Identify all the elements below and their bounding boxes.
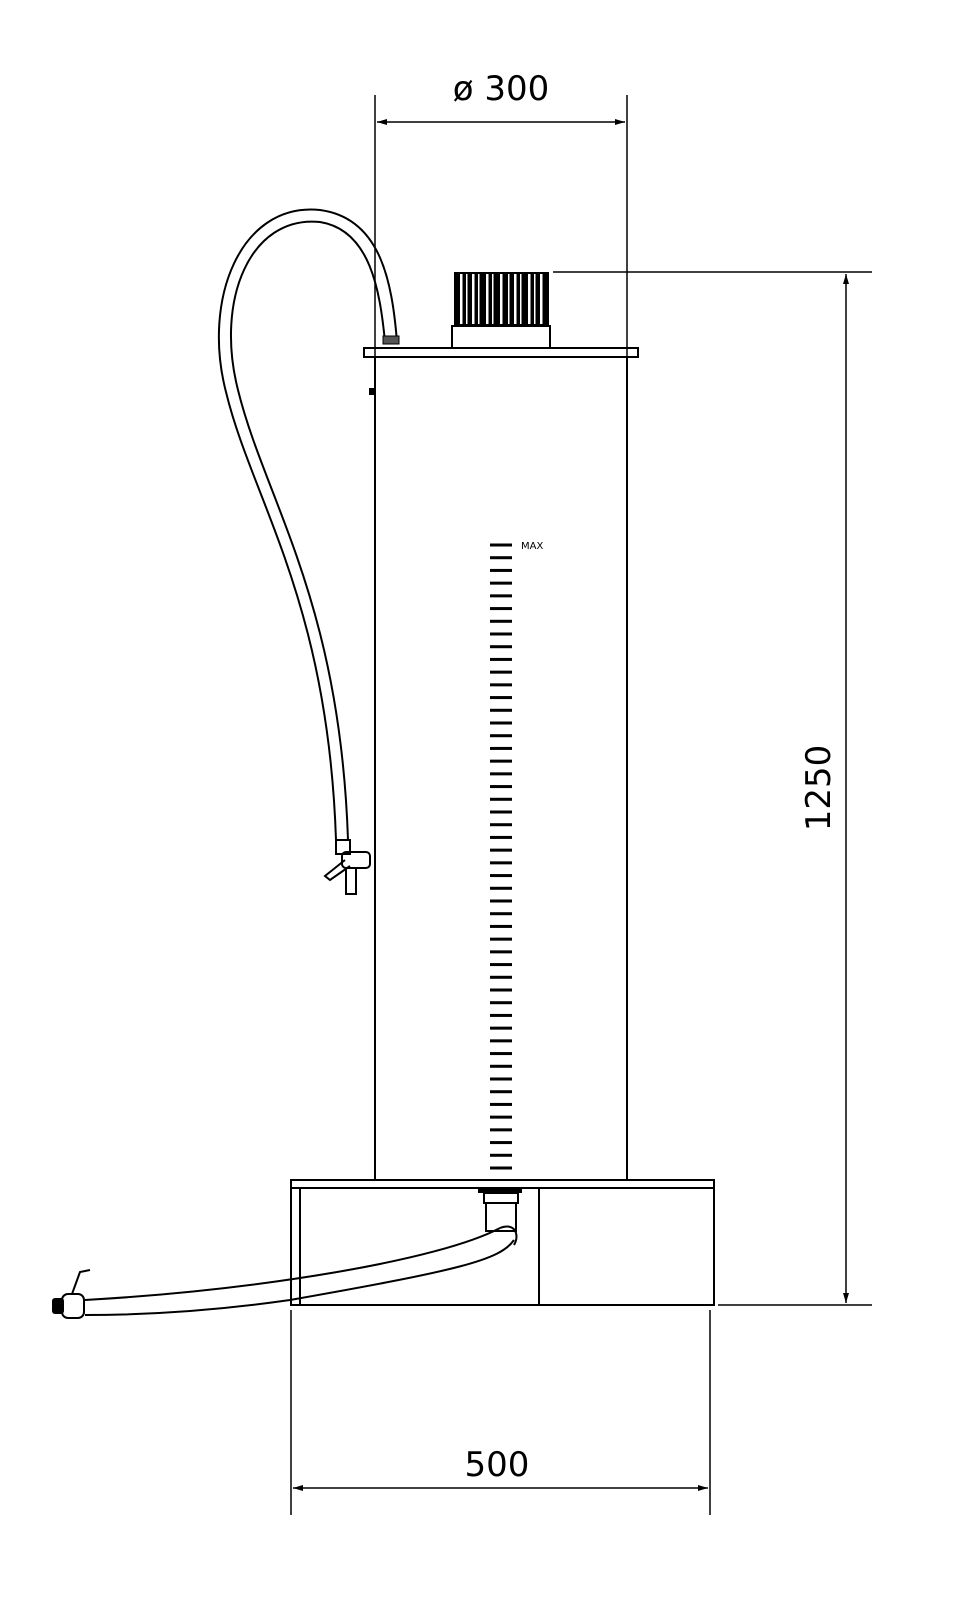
scale-tick (490, 835, 512, 839)
scale-tick (490, 657, 512, 661)
max-label: MAX (521, 541, 543, 552)
scale-tick (490, 785, 512, 789)
scale-tick (490, 1153, 512, 1157)
scale-tick (490, 874, 512, 878)
scale-tick (490, 1166, 512, 1170)
cap-rib (528, 274, 531, 324)
hose-clamp (382, 335, 400, 345)
scale-tick (490, 912, 512, 916)
scale-tick (490, 670, 512, 674)
scale-tick (490, 1141, 512, 1145)
scale-tick (490, 568, 512, 572)
scale-tick (490, 556, 512, 560)
scale-tick (490, 619, 512, 623)
scale-tick (490, 924, 512, 928)
scale-tick (490, 721, 512, 725)
scale-tick (490, 975, 512, 979)
scale-tick (490, 696, 512, 700)
scale-tick (490, 1090, 512, 1094)
scale-tick (490, 810, 512, 814)
scale-tick (490, 772, 512, 776)
scale-tick (490, 607, 512, 611)
diameter-dimension: ø 300 (374, 69, 628, 1180)
outlet-fitting (485, 1202, 517, 1232)
cap-rib (492, 274, 494, 324)
bottom-hose (52, 1225, 518, 1319)
scale-tick (490, 1052, 512, 1056)
hose-end-fitting (61, 1293, 85, 1319)
scale-tick (490, 848, 512, 852)
cap-rib (500, 274, 503, 324)
scale-tick (490, 759, 512, 763)
height-dimension: 1250 (553, 271, 872, 1306)
scale-tick (490, 988, 512, 992)
cap-rib (514, 274, 517, 324)
cap-rib (460, 274, 463, 324)
lid (363, 272, 639, 395)
scale-tick (490, 632, 512, 636)
scale-tick (490, 797, 512, 801)
cap-base (451, 325, 551, 349)
cap-rib (486, 274, 489, 324)
scale-tick (490, 708, 512, 712)
scale-tick (490, 1102, 512, 1106)
scale-tick (490, 861, 512, 865)
lid-plate (363, 347, 639, 358)
scale-tick (490, 950, 512, 954)
scale-tick (490, 1077, 512, 1081)
scale-tick (490, 823, 512, 827)
level-scale: MAX (490, 541, 543, 1170)
scale-tick (490, 1064, 512, 1068)
scale-tick (490, 1115, 512, 1119)
scale-tick (490, 1001, 512, 1005)
scale-tick (490, 645, 512, 649)
top-hose (217, 208, 400, 841)
base-width-label: 500 (465, 1445, 530, 1485)
cap-rib (520, 274, 522, 324)
cap-rib (466, 274, 468, 324)
scale-tick (490, 886, 512, 890)
scale-tick (490, 581, 512, 585)
tank-cylinder (374, 356, 628, 1181)
cap-rib (508, 274, 510, 324)
scale-tick (490, 1039, 512, 1043)
scale-tick (490, 734, 512, 738)
cap-rib (534, 274, 536, 324)
diameter-label: ø 300 (453, 69, 550, 109)
ribbed-cap (454, 272, 549, 326)
scale-tick (490, 963, 512, 967)
scale-tick (490, 1128, 512, 1132)
scale-tick (490, 899, 512, 903)
base-tray (290, 1179, 715, 1306)
scale-tick (490, 594, 512, 598)
scale-tick (490, 746, 512, 750)
cap-rib (478, 274, 480, 324)
height-label: 1250 (799, 745, 839, 832)
hose-fitting (369, 388, 374, 395)
cap-rib (472, 274, 475, 324)
scale-tick (490, 543, 512, 547)
scale-tick (490, 1013, 512, 1017)
base-width-dimension: 500 (290, 1310, 711, 1515)
scale-tick (490, 937, 512, 941)
scale-tick (490, 1026, 512, 1030)
drain-valve (323, 839, 371, 895)
cap-rib (540, 274, 543, 324)
scale-tick (490, 683, 512, 687)
